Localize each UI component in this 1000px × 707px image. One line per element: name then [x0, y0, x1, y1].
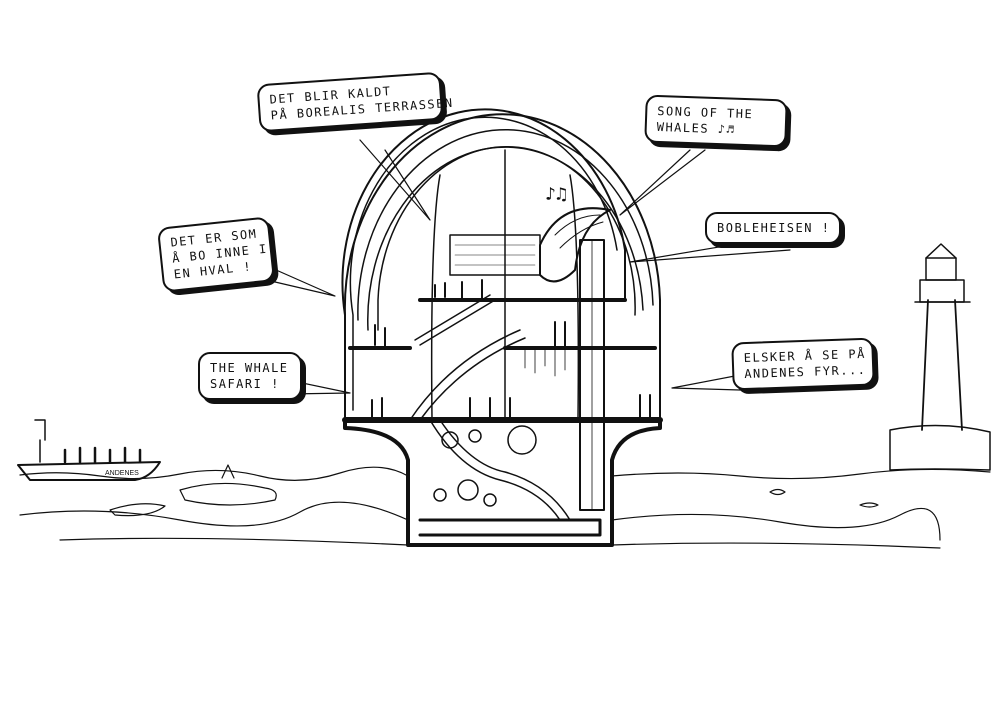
callout-song-of-the-whales: SONG OF THE WHALES ♪♬	[644, 94, 788, 148]
whale-safari-boat	[17, 419, 161, 481]
callout-text: WHALES ♪♬	[656, 120, 736, 137]
dome	[341, 108, 661, 421]
callout-tails	[257, 139, 791, 395]
andenes-lighthouse	[889, 243, 991, 471]
sea-and-seabed	[19, 464, 991, 549]
callout-text: ANDENES FYR...	[744, 362, 867, 382]
callout-whale-safari: THE WHALE SAFARI !	[198, 352, 302, 401]
music-notes: ♪♫	[545, 184, 567, 205]
whale-tail-sculpture	[539, 207, 611, 283]
callout-andenes-lighthouse: ELSKER Å SE PÅ ANDENES FYR...	[731, 337, 875, 391]
building-section	[342, 234, 663, 547]
boat-label: ANDENES	[105, 470, 139, 477]
callout-inside-a-whale: DET ER SOM Å BO INNE I EN HVAL !	[156, 216, 276, 293]
callout-text: THE WHALE	[210, 361, 289, 375]
callout-text: SAFARI !	[210, 377, 280, 392]
callout-bubble-lift: BOBLEHEISEN !	[705, 212, 841, 245]
callout-text: BOBLEHEISEN !	[717, 221, 831, 235]
